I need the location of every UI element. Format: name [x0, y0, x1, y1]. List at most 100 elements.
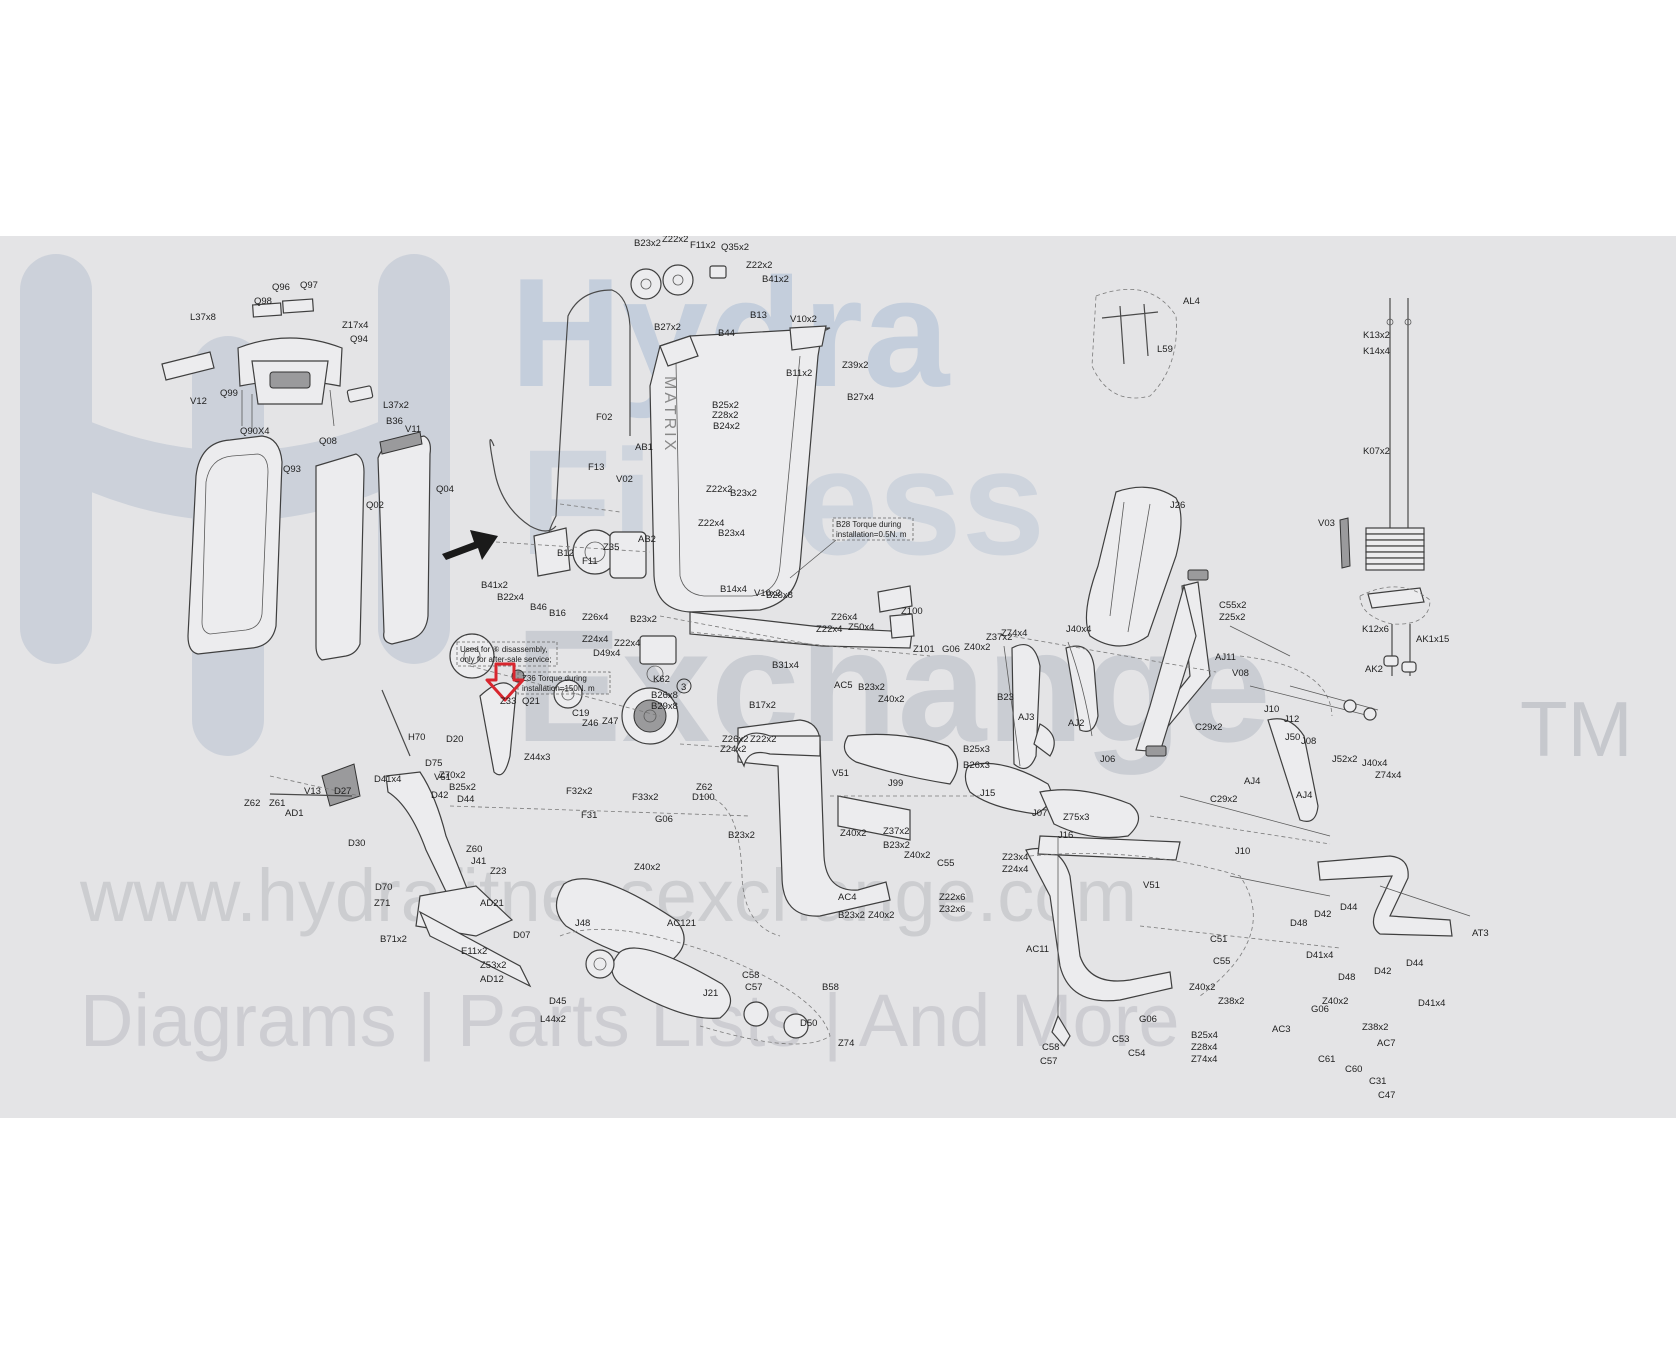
- part-label: Q21: [522, 696, 540, 707]
- part-label: J99: [888, 778, 903, 789]
- part-label: AJ11: [1215, 652, 1236, 663]
- part-label: C58: [742, 970, 759, 981]
- part-label: C55: [937, 858, 954, 869]
- part-label: B14x4: [720, 584, 747, 595]
- note-disassembly-line2: only for after-sale service;: [460, 655, 552, 664]
- note-torque-z36: Z36 Torque during installation=150N. m: [517, 671, 611, 695]
- part-label: Q98: [254, 296, 272, 307]
- part-label: J06: [1100, 754, 1115, 765]
- part-label: Z75x3: [1063, 812, 1089, 823]
- part-label: C55: [1213, 956, 1230, 967]
- part-label: B44: [718, 328, 735, 339]
- part-label: Z101: [913, 644, 935, 655]
- part-label: V10x2: [790, 314, 817, 325]
- part-label: Z26x2: [722, 734, 748, 745]
- part-label: AD1: [285, 808, 303, 819]
- callout-number: 3: [681, 682, 686, 693]
- part-label: D44: [457, 794, 474, 805]
- part-label: Z28x4: [1191, 1042, 1217, 1053]
- part-label: D45: [549, 996, 566, 1007]
- part-label: Q93: [283, 464, 301, 475]
- seat-frame-v51: [699, 719, 911, 937]
- part-label: AB2: [638, 534, 656, 545]
- part-label: B12: [557, 548, 574, 559]
- front-frame-ac11: [1025, 835, 1254, 1048]
- part-label: Z39x2: [842, 360, 868, 371]
- lever-arm-ad21: [269, 689, 532, 988]
- roller-z100: [877, 585, 915, 639]
- part-label: D30: [348, 838, 365, 849]
- part-label: D20: [446, 734, 463, 745]
- part-label: Z23x4: [1002, 852, 1028, 863]
- cable-f02: [489, 289, 631, 540]
- watermark-trademark: TM: [1520, 685, 1633, 773]
- part-label: Z24x2: [720, 744, 746, 755]
- part-label: Z40x2: [1322, 996, 1348, 1007]
- note-torque-z36-line2: installation=150N. m: [522, 684, 595, 693]
- part-label: C57: [1040, 1056, 1057, 1067]
- part-label: J40x4: [1066, 624, 1091, 635]
- part-label: V12: [190, 396, 207, 407]
- part-label: Z53x2: [480, 960, 506, 971]
- part-label: Z25x2: [1219, 612, 1245, 623]
- part-label: J50: [1285, 732, 1300, 743]
- note-torque-b28-line2: installation=0.5N. m: [836, 530, 907, 539]
- flywheel-ab2: [533, 527, 677, 665]
- part-label: Z46: [582, 718, 598, 729]
- part-label: V51: [1143, 880, 1160, 891]
- part-label: C29x2: [1210, 794, 1237, 805]
- arm-at3: [1229, 855, 1471, 937]
- part-label: B58: [822, 982, 839, 993]
- part-label: Q97: [300, 280, 318, 291]
- part-label: Z62: [244, 798, 260, 809]
- part-label: Z61: [269, 798, 285, 809]
- part-label: AC5: [834, 680, 852, 691]
- part-label: Q04: [436, 484, 454, 495]
- part-label: Z17x4: [342, 320, 368, 331]
- part-label: D41x4: [1418, 998, 1445, 1009]
- part-label: Q08: [319, 436, 337, 447]
- part-label: B31x4: [772, 660, 799, 671]
- part-label: C51: [1210, 934, 1227, 945]
- part-label: B27x2: [654, 322, 681, 333]
- part-label: D50: [800, 1018, 817, 1029]
- part-label: B23x4: [718, 528, 745, 539]
- part-label: Z23: [490, 866, 506, 877]
- part-label: Z37x2: [986, 632, 1012, 643]
- leg-rollers: [555, 878, 831, 1045]
- part-label: Z40x2: [1189, 982, 1215, 993]
- part-label: Z26x4: [831, 612, 857, 623]
- part-label: B13: [750, 310, 767, 321]
- part-label: V02: [616, 474, 633, 485]
- part-label: B46: [530, 602, 547, 613]
- part-label: AJ2: [1068, 718, 1084, 729]
- part-label: AC7: [1377, 1038, 1395, 1049]
- part-label: L59: [1157, 344, 1173, 355]
- base-rail: [689, 611, 913, 649]
- part-label: Z22x2: [662, 236, 688, 245]
- part-label: V10x2: [754, 588, 781, 599]
- part-label: K07x2: [1363, 446, 1390, 457]
- part-label: Z40x2: [840, 828, 866, 839]
- part-label: E11x2: [461, 946, 487, 957]
- part-label: D100: [692, 792, 715, 803]
- part-label: D44: [1406, 958, 1423, 969]
- part-label: Z40x2: [868, 910, 894, 921]
- part-label: Z40x2: [634, 862, 660, 873]
- part-label: D41x4: [1306, 950, 1333, 961]
- part-label: C61: [1318, 1054, 1335, 1065]
- part-label: Z74x4: [1001, 628, 1027, 639]
- part-label: V51: [434, 772, 451, 783]
- pad-j99: [843, 733, 959, 785]
- part-label: L37x8: [190, 312, 216, 323]
- part-label: Z74x4: [1191, 1054, 1217, 1065]
- shroud-covers: [187, 431, 431, 661]
- part-label: Q90X4: [240, 426, 270, 437]
- part-label: C31: [1369, 1076, 1386, 1087]
- part-label: AK1x15: [1416, 634, 1449, 645]
- part-label: Q35x2: [721, 242, 749, 253]
- part-label: Z24x4: [1002, 864, 1028, 875]
- part-label: AJ4: [1296, 790, 1312, 801]
- part-label: J21: [703, 988, 718, 999]
- part-label: Z35: [603, 542, 619, 553]
